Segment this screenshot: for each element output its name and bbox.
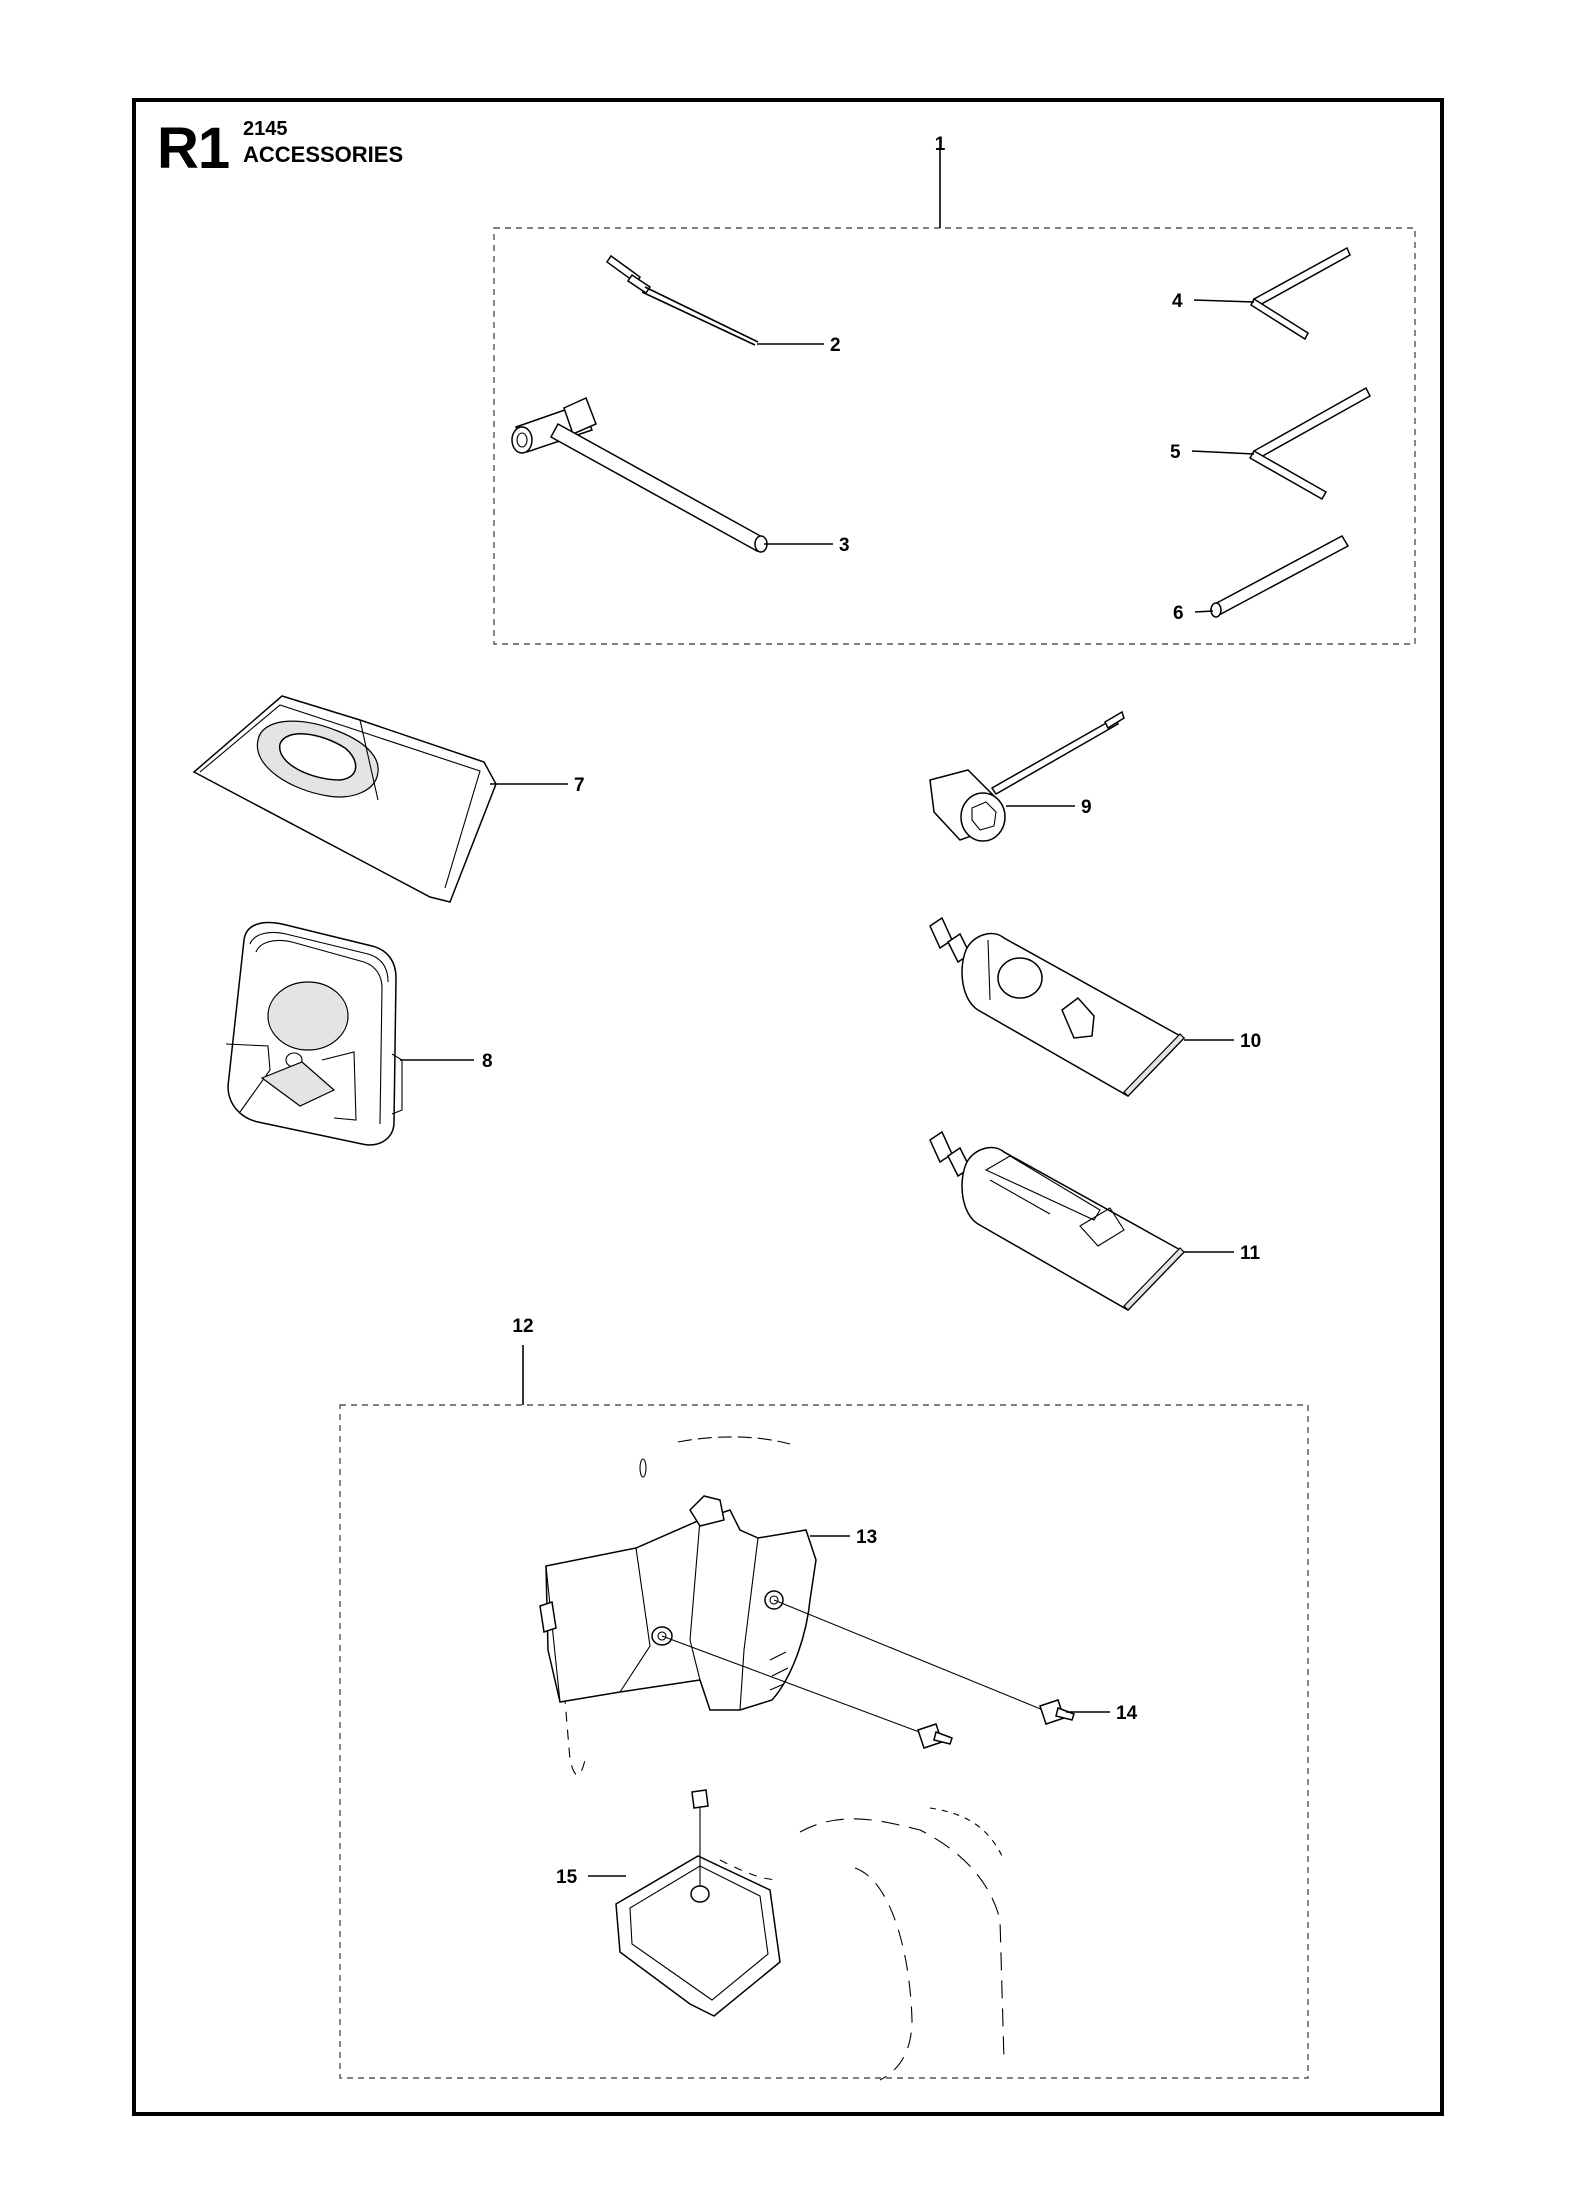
- part-6-rod: [1210, 535, 1350, 618]
- callout-5: 5: [1170, 442, 1181, 463]
- part-9-combi-spanner: [929, 710, 1125, 842]
- leader-5: [1191, 450, 1255, 455]
- model-number: 2145: [243, 118, 288, 140]
- callout-4: 4: [1172, 291, 1183, 312]
- tool-kit-group-box: [493, 227, 1416, 645]
- section-code: R1: [157, 116, 230, 181]
- callout-15: 15: [556, 1867, 578, 1888]
- cover-kit-group-box: [339, 1404, 1309, 2079]
- page-frame: [132, 98, 1444, 2116]
- part-7-bar-cover: [192, 695, 497, 903]
- leader-6: [1194, 610, 1214, 613]
- background-housing: [559, 1436, 1005, 2081]
- callout-13: 13: [856, 1527, 877, 1548]
- callout-14: 14: [1116, 1703, 1138, 1724]
- callout-12: 12: [512, 1316, 533, 1337]
- part-4-hex-key: [1250, 246, 1351, 341]
- part-5-hex-key: [1248, 386, 1371, 501]
- callout-7: 7: [574, 775, 585, 796]
- leader-4: [1193, 299, 1255, 303]
- callout-2: 2: [830, 335, 841, 356]
- callout-3: 3: [839, 535, 850, 556]
- part-14-screw: [661, 1599, 1075, 1749]
- part-11-grease-tube: [929, 1130, 1186, 1311]
- callout-10: 10: [1240, 1031, 1261, 1052]
- callout-11: 11: [1240, 1243, 1261, 1264]
- callout-9: 9: [1081, 797, 1092, 818]
- callout-6: 6: [1173, 603, 1184, 624]
- part-8-air-filter: [225, 921, 403, 1146]
- part-2-pin-tool: [605, 254, 759, 346]
- page-title: ACCESSORIES: [243, 142, 404, 167]
- callout-8: 8: [482, 1051, 493, 1072]
- part-15-pad: [615, 1789, 781, 2017]
- callout-1: 1: [935, 134, 946, 155]
- part-10-grease-tube: [929, 916, 1186, 1097]
- part-3-t-wrench: [511, 396, 768, 553]
